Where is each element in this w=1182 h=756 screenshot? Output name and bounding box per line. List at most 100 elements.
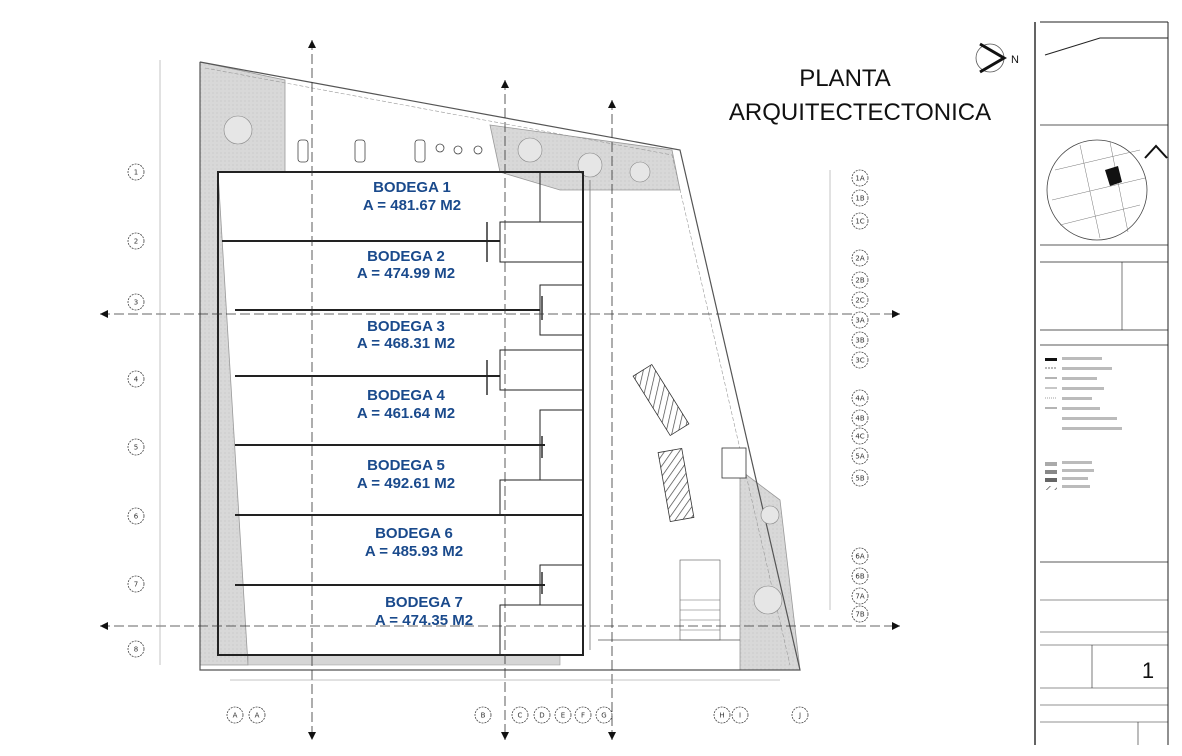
right-axis-2B-label: 2B — [855, 277, 864, 285]
right-axis-2A: 2A — [851, 249, 869, 267]
bodega-2-name: BODEGA 2 — [367, 248, 445, 265]
bottom-axis-J-10-label: J — [798, 712, 801, 720]
bodega-3-name: BODEGA 3 — [367, 318, 445, 335]
left-axis-2: 2 — [127, 232, 145, 250]
bottom-axis-I-9: I — [731, 706, 749, 724]
right-axis-3B: 3B — [851, 331, 869, 349]
right-axis-2C-label: 2C — [855, 297, 864, 305]
right-axis-5A-label: 5A — [855, 453, 864, 461]
north-label: N — [1011, 54, 1019, 66]
right-axis-6A-label: 6A — [855, 553, 864, 561]
left-axis-8: 8 — [127, 640, 145, 658]
bottom-axis-A-0: A — [226, 706, 244, 724]
bottom-axis-J-10: J — [791, 706, 809, 724]
bottom-axis-F-6: F — [574, 706, 592, 724]
right-axis-4B: 4B — [851, 409, 869, 427]
right-axis-3C-label: 3C — [855, 357, 864, 365]
right-axis-5B: 5B — [851, 469, 869, 487]
bodega-5-name: BODEGA 5 — [367, 457, 445, 474]
left-axis-3: 3 — [127, 293, 145, 311]
right-axis-1B: 1B — [851, 189, 869, 207]
parked-cars — [297, 139, 483, 163]
right-axis-2B: 2B — [851, 271, 869, 289]
right-axis-4A: 4A — [851, 389, 869, 407]
bodega-1-area: A = 481.67 M2 — [363, 197, 461, 214]
right-axis-3A: 3A — [851, 311, 869, 329]
map-north-icon — [1144, 144, 1168, 159]
right-axis-bubbles: 1A 1B 1C 2A 2B 2C 3A 3B 3C 4A 4B 4C 5A 5B 6A 6B 7A 7B — [851, 169, 869, 623]
left-axis-3-label: 3 — [134, 299, 138, 307]
right-axis-1A-label: 1A — [855, 175, 864, 183]
left-axis-2-label: 2 — [134, 238, 138, 246]
right-axis-2A-label: 2A — [855, 255, 864, 263]
right-axis-7A-label: 7A — [855, 593, 864, 601]
bottom-axis-A-0-label: A — [233, 712, 238, 720]
right-axis-3A-label: 3A — [855, 317, 864, 325]
bottom-axis-F-6-label: F — [581, 712, 585, 720]
bottom-axis-C-3: C — [511, 706, 529, 724]
bottom-axis-A-1: A — [248, 706, 266, 724]
plan-title-line1: PLANTA — [799, 65, 891, 92]
left-axis-4-label: 4 — [134, 376, 139, 384]
trees — [223, 115, 783, 615]
bottom-axis-H-8-label: H — [719, 712, 724, 720]
left-axis-5-label: 5 — [134, 444, 138, 452]
left-axis-4: 4 — [127, 370, 145, 388]
right-axis-7B-label: 7B — [855, 611, 864, 619]
right-axis-4B-label: 4B — [855, 415, 864, 423]
north-arrow-icon — [975, 42, 1007, 74]
grid-lines — [100, 40, 900, 740]
bodega-5-area: A = 492.61 M2 — [357, 475, 455, 492]
bodega-6-name: BODEGA 6 — [375, 525, 453, 542]
right-axis-6B: 6B — [851, 567, 869, 585]
bottom-axis-C-3-label: C — [518, 712, 523, 720]
bodega-7-area: A = 474.35 M2 — [375, 612, 473, 629]
bottom-axis-H-8: H — [713, 706, 731, 724]
site-boundary — [199, 61, 801, 671]
left-axis-1: 1 — [127, 163, 145, 181]
right-axis-7A: 7A — [851, 587, 869, 605]
right-axis-4C-label: 4C — [855, 433, 864, 441]
bottom-axis-D-4: D — [533, 706, 551, 724]
dimension-lines — [159, 60, 831, 681]
bottom-axis-B-2: B — [474, 706, 492, 724]
bottom-axis-E-5-label: E — [561, 712, 565, 720]
right-axis-3C: 3C — [851, 351, 869, 369]
bottom-axis-D-4-label: D — [539, 712, 544, 720]
right-axis-5B-label: 5B — [855, 475, 864, 483]
left-axis-5: 5 — [127, 438, 145, 456]
right-axis-4A-label: 4A — [855, 395, 864, 403]
bottom-axis-G-7-label: G — [601, 712, 606, 720]
left-axis-8-label: 8 — [134, 646, 138, 654]
bodega-3-area: A = 468.31 M2 — [357, 335, 455, 352]
bodega-4-area: A = 461.64 M2 — [357, 405, 455, 422]
bodega-1-name: BODEGA 1 — [373, 179, 451, 196]
right-axis-7B: 7B — [851, 605, 869, 623]
right-axis-1A: 1A — [851, 169, 869, 187]
left-axis-7: 7 — [127, 575, 145, 593]
maneuver-yard — [589, 180, 747, 650]
location-map — [1046, 139, 1148, 241]
bodega-4-name: BODEGA 4 — [367, 387, 445, 404]
bottom-axis-E-5: E — [554, 706, 572, 724]
sheet-number: 1 — [1142, 658, 1154, 683]
right-axis-5A: 5A — [851, 447, 869, 465]
grid-arrows — [100, 40, 900, 740]
bodega-6-area: A = 485.93 M2 — [365, 543, 463, 560]
bodega-2-area: A = 474.99 M2 — [357, 265, 455, 282]
bodega-labels: BODEGA 1 A = 481.67 M2 BODEGA 2 A = 474.… — [357, 179, 473, 629]
bottom-axis-B-2-label: B — [481, 712, 486, 720]
plan-title-line2: ARQUITECTECTONICA — [729, 99, 991, 126]
right-axis-6B-label: 6B — [855, 573, 864, 581]
left-axis-6: 6 — [127, 507, 145, 525]
legend — [1045, 357, 1122, 490]
warehouse-building — [217, 171, 584, 656]
right-axis-1C: 1C — [851, 212, 869, 230]
left-axis-1-label: 1 — [134, 169, 138, 177]
right-axis-3B-label: 3B — [855, 337, 864, 345]
bottom-axis-G-7: G — [595, 706, 613, 724]
title-block — [1034, 21, 1169, 745]
left-axis-6-label: 6 — [134, 513, 139, 521]
